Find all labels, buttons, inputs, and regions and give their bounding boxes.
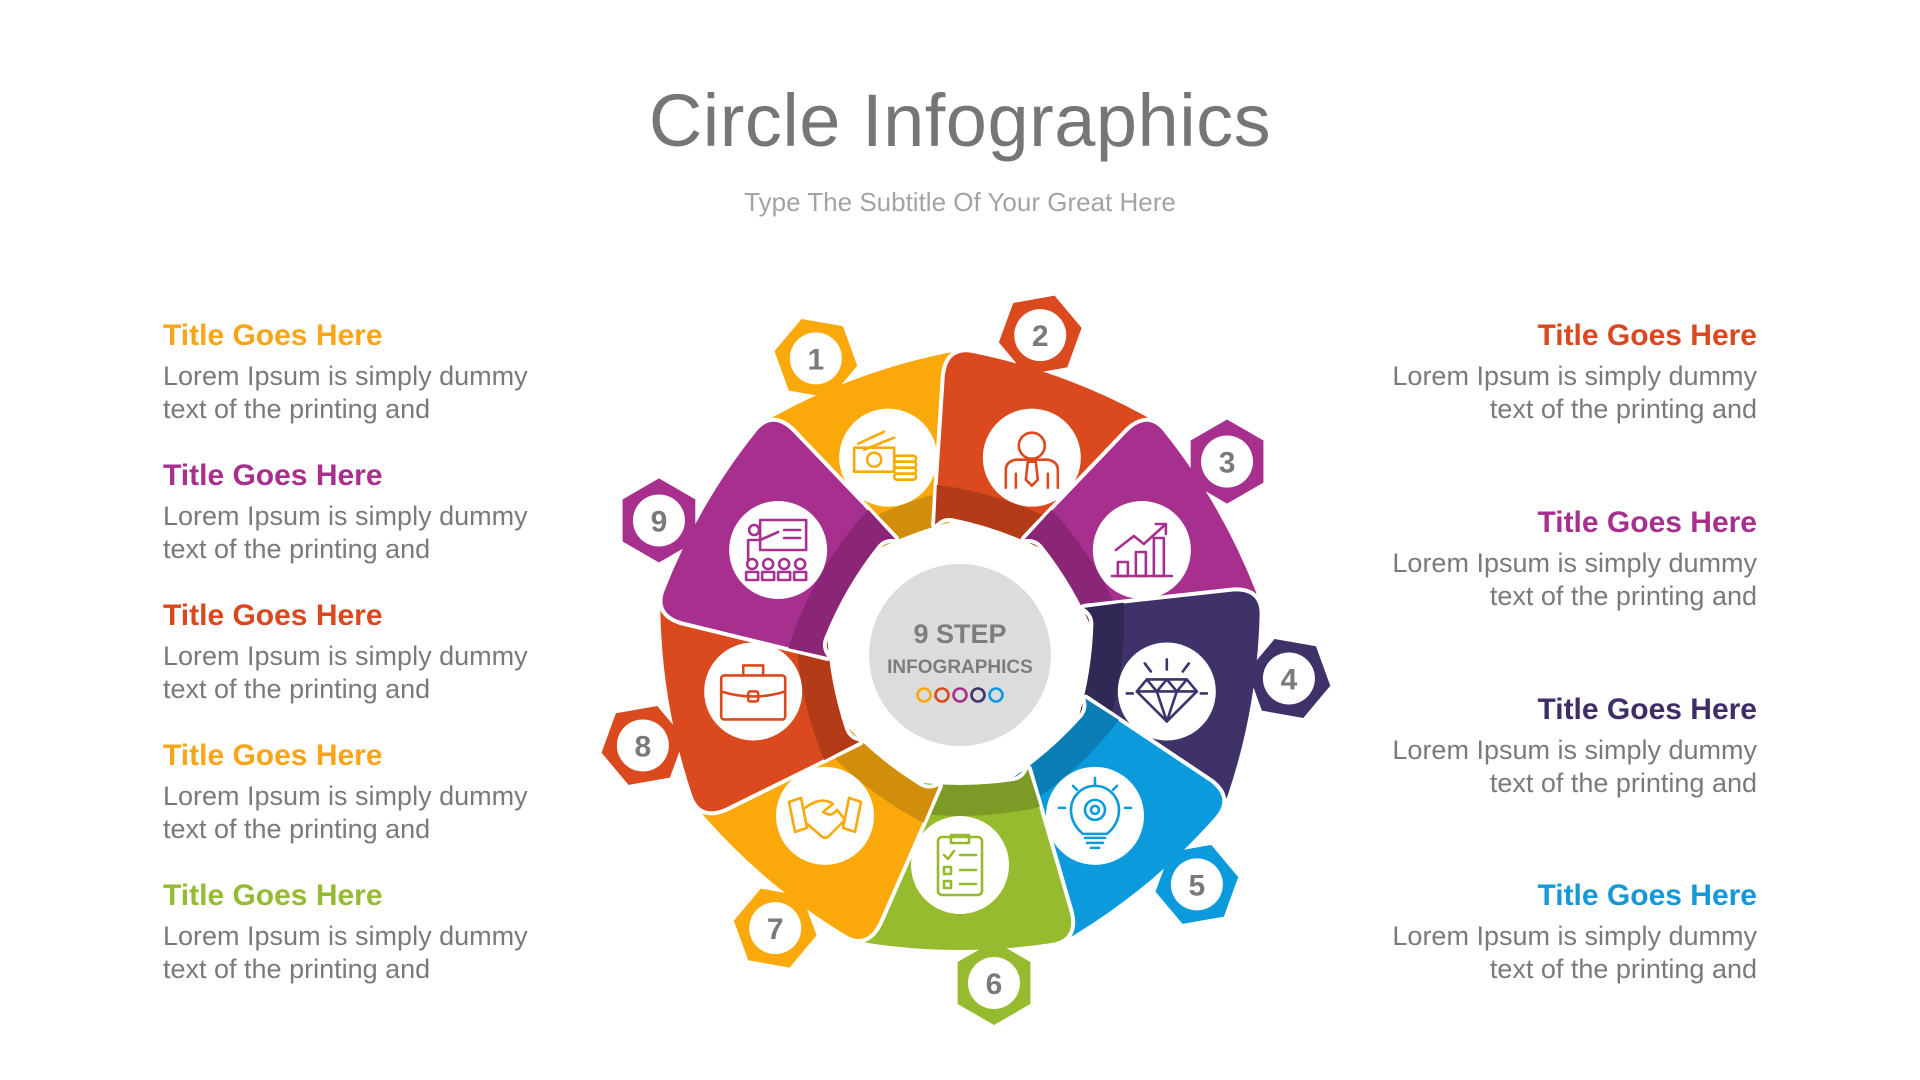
item-description: Lorem Ipsum is simply dummy text of the … [1337,920,1757,986]
segment-inner-band [788,509,896,657]
item-title: Title Goes Here [1537,506,1757,539]
icon-badge [982,408,1081,507]
description-line: Lorem Ipsum is simply dummy [163,641,528,671]
item-title: Title Goes Here [1537,693,1757,726]
briefcase-icon [719,664,787,721]
item-title: Title Goes Here [163,739,383,772]
step-number-badge: 6 [968,957,1020,1009]
handshake-icon [787,796,863,840]
color-dot [970,687,986,703]
step-number-badge: 4 [1262,652,1315,705]
step-number: 6 [986,968,1003,1001]
description-line: text of the printing and [163,814,431,844]
center-circle [869,564,1051,746]
item-description: Lorem Ipsum is simply dummy text of the … [1337,360,1757,426]
item-description: Lorem Ipsum is simply dummy text of the … [163,500,583,566]
lightbulb-gear-icon [1057,776,1133,850]
center-title: 9 STEP [913,619,1006,649]
description-line: Lorem Ipsum is simply dummy [163,781,528,811]
step-number-badge: 1 [789,332,842,385]
diamond-icon [1125,658,1209,723]
icon-badge [776,766,875,865]
center-badge: 9 STEP INFOGRAPHICS [869,564,1051,746]
step-number-badge: 2 [1014,309,1067,362]
item-description: Lorem Ipsum is simply dummy text of the … [163,640,583,706]
step-number-badge: 5 [1170,858,1223,911]
left-item-5: Title Goes Here Lorem Ipsum is simply du… [163,878,583,986]
growth-chart-icon [1110,522,1174,578]
description-line: Lorem Ipsum is simply dummy [1392,735,1757,765]
step-number: 3 [1219,447,1236,480]
icon-badge [729,501,828,599]
left-item-1: Title Goes Here Lorem Ipsum is simply du… [163,318,583,426]
item-title: Title Goes Here [163,319,383,352]
description-line: Lorem Ipsum is simply dummy [1392,548,1757,578]
left-item-2: Title Goes Here Lorem Ipsum is simply du… [163,458,583,566]
description-line: Lorem Ipsum is simply dummy [1392,921,1757,951]
page-subtitle: Type The Subtitle Of Your Great Here [744,187,1176,217]
petal-group: 1 2 3 4 5 6 7 8 9 [584,295,1331,1025]
step-number: 4 [1281,663,1298,696]
right-item-2: Title Goes Here Lorem Ipsum is simply du… [1337,505,1757,613]
description-line: Lorem Ipsum is simply dummy [163,501,528,531]
description-line: text of the printing and [1489,768,1757,798]
icon-badge [911,816,1009,914]
color-dots [916,687,1004,703]
checklist-icon [936,833,984,897]
item-title: Title Goes Here [163,879,383,912]
item-title: Title Goes Here [163,459,383,492]
description-line: text of the printing and [163,394,431,424]
item-description: Lorem Ipsum is simply dummy text of the … [163,780,583,846]
step-number: 9 [651,505,668,538]
description-line: Lorem Ipsum is simply dummy [163,921,528,951]
step-segment-9[interactable]: 9 [584,374,917,695]
businessman-icon [1004,431,1060,489]
description-line: Lorem Ipsum is simply dummy [1392,361,1757,391]
color-dot [934,687,950,703]
right-item-3: Title Goes Here Lorem Ipsum is simply du… [1337,692,1757,800]
description-line: text of the printing and [1489,954,1757,984]
item-title: Title Goes Here [163,599,383,632]
item-description: Lorem Ipsum is simply dummy text of the … [1337,734,1757,800]
color-dot [952,687,968,703]
step-number-badge: 9 [632,494,685,547]
color-dot [916,687,932,703]
page-title: Circle Infographics [648,79,1272,162]
money-coins-icon [852,430,918,481]
left-item-4: Title Goes Here Lorem Ipsum is simply du… [163,738,583,846]
center-subtitle: INFOGRAPHICS [887,657,1033,678]
right-item-1: Title Goes Here Lorem Ipsum is simply du… [1337,318,1757,426]
item-title: Title Goes Here [1537,319,1757,352]
right-item-4: Title Goes Here Lorem Ipsum is simply du… [1337,878,1757,986]
step-number-badge: 7 [749,902,802,955]
description-line: text of the printing and [163,534,431,564]
step-number: 2 [1032,320,1049,353]
icon-badge [704,642,803,741]
item-description: Lorem Ipsum is simply dummy text of the … [163,920,583,986]
step-number: 7 [767,913,784,946]
step-number: 8 [635,730,652,763]
description-line: text of the printing and [163,954,431,984]
icon-badge [839,408,938,507]
icon-badge [1045,766,1144,865]
step-number-badge: 8 [616,719,669,772]
icon-badge [1117,642,1216,741]
step-number: 1 [808,343,825,376]
color-dot [988,687,1004,703]
step-number: 5 [1189,869,1206,902]
presentation-icon [744,518,808,582]
left-item-3: Title Goes Here Lorem Ipsum is simply du… [163,598,583,706]
item-title: Title Goes Here [1537,879,1757,912]
description-line: text of the printing and [1489,394,1757,424]
item-description: Lorem Ipsum is simply dummy text of the … [1337,547,1757,613]
step-number-badge: 3 [1201,435,1254,488]
description-line: Lorem Ipsum is simply dummy [163,361,528,391]
item-description: Lorem Ipsum is simply dummy text of the … [163,360,583,426]
icon-badge [1092,501,1191,599]
description-line: text of the printing and [1489,581,1757,611]
description-line: text of the printing and [163,674,431,704]
